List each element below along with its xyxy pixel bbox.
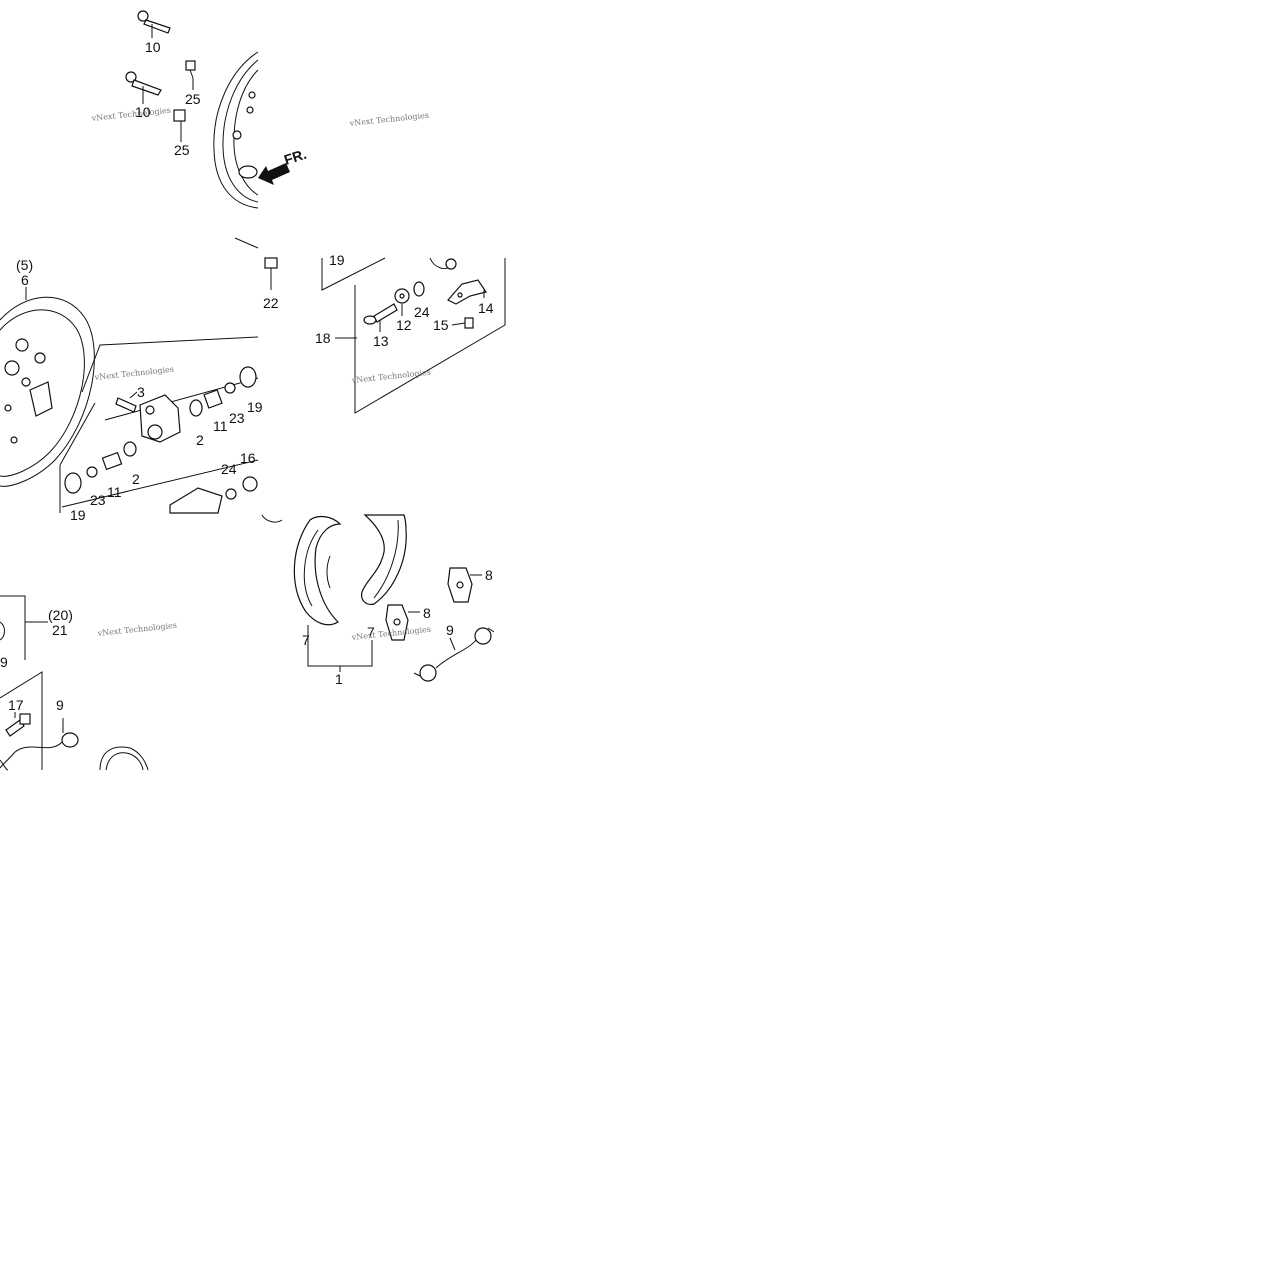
wheel-cylinder [139, 394, 181, 443]
ring-part-23 [86, 466, 98, 478]
spring-hook [261, 514, 283, 523]
nut-part-25-lower [173, 109, 186, 142]
leader-line [234, 237, 259, 249]
front-direction-arrow-icon [258, 163, 290, 185]
adjuster-lever-part-14 [447, 279, 487, 305]
adjuster-screw-part-13 [363, 303, 398, 325]
tile-middle-right: 19 18 13 12 24 14 15 vNext Technologies [315, 252, 506, 414]
callout-24: 24 [221, 461, 237, 477]
callout-19: 19 [247, 399, 263, 415]
callout-10: 10 [145, 39, 161, 55]
callout-9: 9 [446, 622, 454, 638]
assembly-box-outline [59, 402, 96, 466]
part-edge [0, 621, 5, 641]
nipple-part-15 [464, 317, 474, 329]
watermark-text: vNext Technologies [350, 368, 431, 385]
piston-part-11 [101, 451, 123, 471]
callout-2: 2 [132, 471, 140, 487]
ring-part [445, 258, 457, 270]
leader-line [129, 391, 138, 399]
callout-23: 23 [229, 410, 245, 426]
callout-8: 8 [423, 605, 431, 621]
ring-part-24 [413, 281, 425, 297]
assembly-box-outline [321, 257, 386, 291]
callout-17: 17 [8, 697, 24, 713]
shoe-holder-part-8 [385, 604, 409, 641]
callout-10: 10 [135, 104, 151, 120]
callout-19: 19 [329, 252, 345, 268]
assembly-box-outline [0, 671, 43, 770]
assembly-box-outline [354, 258, 506, 414]
callout-21: 21 [52, 622, 68, 638]
boot-part-19 [239, 366, 257, 388]
callout-24: 24 [414, 304, 430, 320]
bolt-part-22 [264, 257, 278, 290]
callout-9: 9 [56, 697, 64, 713]
tile-bottom-left: (20) 21 9 17 9 vNext Technologies [0, 595, 177, 771]
front-direction-label: FR. [282, 146, 308, 168]
shoe-holder-part-8 [447, 567, 473, 603]
return-spring-part-9 [413, 627, 495, 682]
callout-14: 14 [478, 300, 494, 316]
brake-panel [0, 296, 95, 487]
callout-6: 6 [21, 272, 29, 288]
brake-shoe-part-7-right [361, 514, 407, 605]
callout-15: 15 [433, 317, 449, 333]
callout-25: 25 [174, 142, 190, 158]
cup-part-2 [123, 441, 137, 457]
callout-19: 19 [70, 507, 86, 523]
leader-line [451, 322, 466, 326]
bolt-part-10-upper [137, 10, 171, 34]
callout-8: 8 [485, 567, 493, 583]
watermark-text: vNext Technologies [90, 106, 171, 123]
watermark-text: vNext Technologies [93, 365, 174, 382]
callout-5: (5) [16, 257, 33, 273]
callout-16: 16 [240, 450, 256, 466]
ring-part-23 [224, 382, 236, 394]
assembly-box-outline [81, 336, 259, 393]
leader-line [449, 637, 456, 651]
bleeder-screw-part-3 [115, 397, 137, 413]
brake-shoe-edge [99, 746, 149, 771]
callout-7: 7 [302, 632, 310, 648]
callout-13: 13 [373, 333, 389, 349]
tile-middle-left: (5) 6 22 3 2 11 23 19 2 11 23 19 24 16 v… [0, 237, 279, 523]
callout-20: (20) [48, 607, 73, 623]
callout-7: 7 [367, 624, 375, 640]
bolt-part-10-lower [125, 71, 162, 96]
return-spring-part-9 [0, 732, 79, 769]
callout-11: 11 [213, 418, 228, 434]
callout-2: 2 [196, 432, 204, 448]
nut-part-25-upper [185, 60, 196, 79]
brake-drum-edge [213, 51, 259, 209]
assembly-box-outline [61, 459, 259, 508]
callout-11: 11 [107, 484, 122, 500]
star-wheel-part-12 [394, 288, 410, 304]
cup-part-2 [189, 399, 203, 417]
callout-18: 18 [315, 330, 331, 346]
callout-3: 3 [137, 384, 145, 400]
watermark-text: vNext Technologies [96, 621, 177, 638]
piston-part-11 [203, 389, 223, 409]
brake-shoe-edge [105, 752, 144, 771]
ring-part-24 [225, 488, 237, 500]
callout-1: 1 [335, 671, 343, 687]
bolt-part-17 [5, 713, 31, 737]
tile-bottom-right: 7 7 1 8 8 9 vNext Technologies [261, 514, 495, 687]
boot-part-19 [64, 472, 82, 494]
callout-9: 9 [0, 654, 8, 670]
assembly-box-outline [0, 595, 26, 660]
watermark-text: vNext Technologies [348, 111, 429, 128]
callout-12: 12 [396, 317, 412, 333]
spring-coil [0, 759, 9, 771]
brake-shoe-part-7-left [293, 515, 342, 626]
adjuster-wheel-part-16 [242, 476, 258, 492]
callout-22: 22 [263, 295, 279, 311]
adjuster-housing [169, 487, 223, 514]
callout-23: 23 [90, 492, 106, 508]
tile-top-left: FR. 10 10 25 25 vNext Technologies vNext… [90, 10, 429, 209]
callout-25: 25 [185, 91, 201, 107]
